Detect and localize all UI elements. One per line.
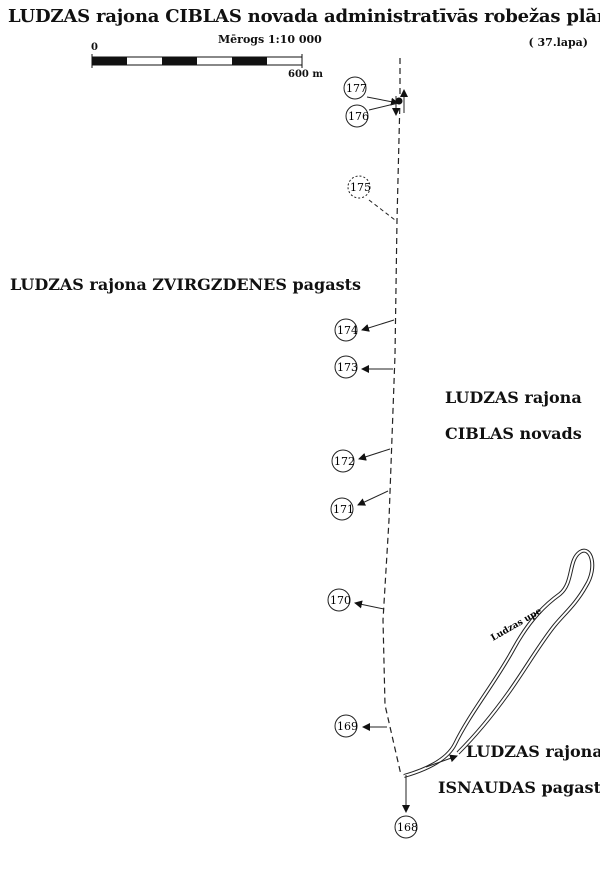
marker-174: 174 <box>334 318 395 342</box>
marker-172-label: 172 <box>334 455 355 468</box>
marker-173: 173 <box>334 355 393 379</box>
scale-end-label: 600 m <box>288 69 323 80</box>
scale-start-label: 0 <box>91 42 98 53</box>
marker-175-label: 175 <box>350 181 371 194</box>
scale-label: Mērogs 1:10 000 <box>218 33 322 46</box>
marker-176: 176 <box>345 89 408 128</box>
marker-176-label: 176 <box>348 110 369 123</box>
marker-169-label: 169 <box>337 720 358 733</box>
marker-169: 169 <box>334 714 387 738</box>
marker-171: 171 <box>330 490 389 521</box>
marker-170-label: 170 <box>330 594 351 607</box>
marker-175: 175 <box>347 175 396 221</box>
marker-171-label: 171 <box>333 503 354 516</box>
marker-170: 170 <box>327 588 385 612</box>
region-isnauda-line1: LUDZAS rajona <box>466 742 600 761</box>
marker-177-label: 177 <box>346 82 367 95</box>
marker-174-label: 174 <box>337 324 358 337</box>
administrative-boundary-line <box>382 58 402 776</box>
page-title: LUDZAS rajona CIBLAS novada administratī… <box>8 6 600 27</box>
marker-173-label: 173 <box>337 361 358 374</box>
river-ludzas <box>403 548 595 778</box>
region-cibla-line2: CIBLAS novads <box>445 424 582 443</box>
sheet-number: ( 37.lapa) <box>528 36 588 49</box>
marker-172: 172 <box>331 448 391 473</box>
marker-168-label: 168 <box>397 821 418 834</box>
marker-168: 168 <box>394 754 458 839</box>
river-ludzas-inner <box>403 549 594 777</box>
region-zvirgzdene: LUDZAS rajona ZVIRGZDENES pagasts <box>10 275 361 294</box>
scale-bar <box>91 54 303 68</box>
region-cibla-line1: LUDZAS rajona <box>445 388 582 407</box>
marker-177: 177 <box>343 76 399 106</box>
river-label: Ludzas upe <box>490 606 544 643</box>
region-isnauda-line2: ISNAUDAS pagasts <box>438 778 600 797</box>
